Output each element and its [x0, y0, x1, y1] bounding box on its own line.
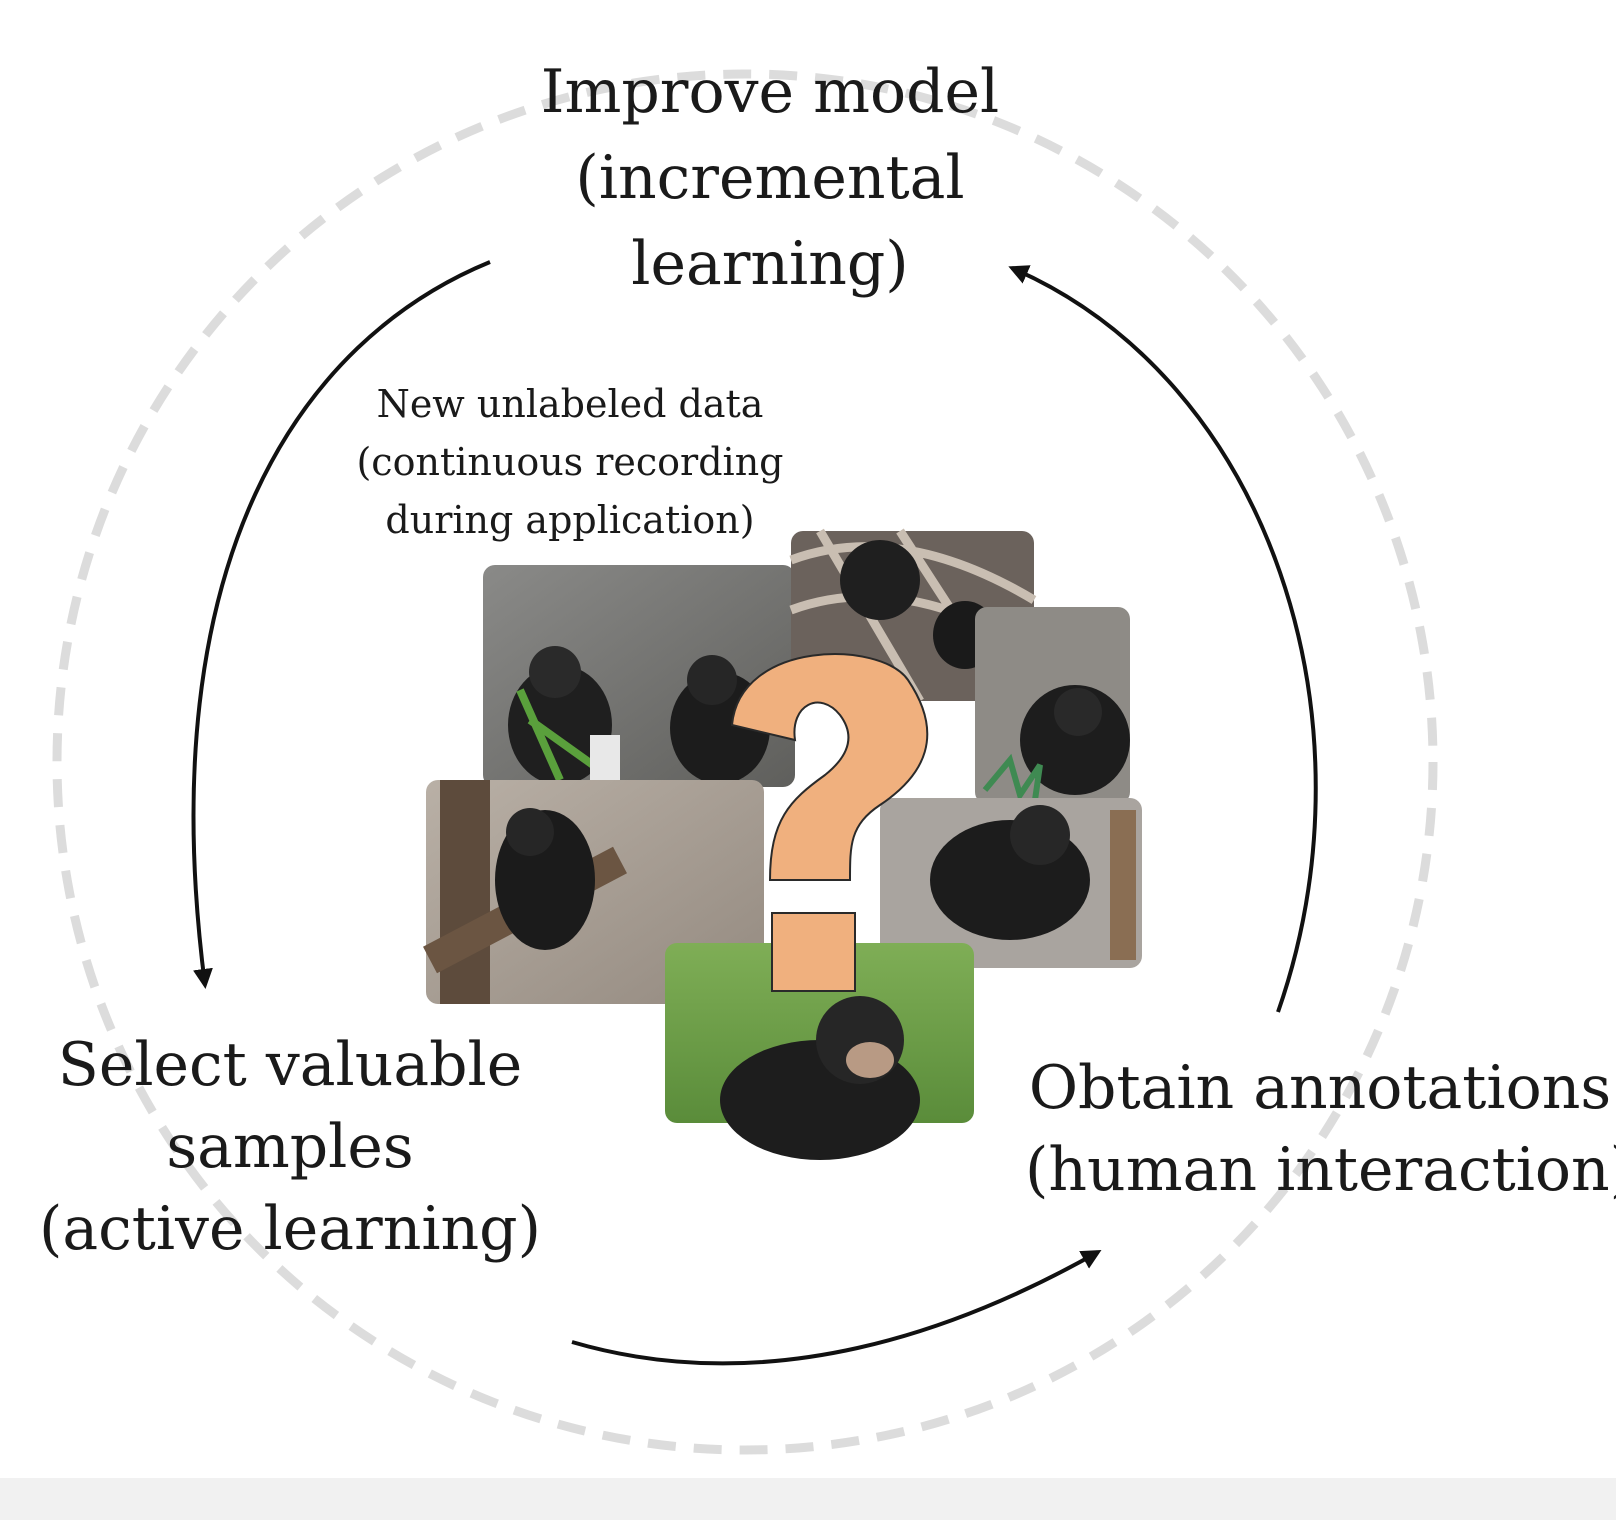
dashed-cycle-ring: [52, 69, 1438, 1455]
label-line: (active learning): [38, 1194, 541, 1264]
select-samples-label: Select valuable samples (active learning…: [30, 1035, 550, 1259]
arrow-select-to-annotate-icon: [571, 1250, 1102, 1366]
label-line: during application): [385, 498, 755, 542]
chimpanzee-photo: [880, 798, 1142, 968]
question-mark-icon: [730, 653, 929, 992]
label-line: samples: [166, 1112, 414, 1182]
label-line: New unlabeled data: [376, 382, 764, 426]
arrow-annotate-to-model-icon: [1008, 265, 1318, 1013]
arrow-model-to-select-icon: [191, 260, 491, 989]
new-unlabeled-data-label: New unlabeled data (continuous recording…: [340, 385, 800, 539]
label-line: Select valuable: [57, 1030, 523, 1100]
label-line: Improve model: [540, 57, 1000, 127]
chimpanzee-photo: [975, 607, 1130, 804]
label-line: learning): [631, 229, 909, 299]
chimpanzee-photo: [665, 943, 974, 1160]
chimpanzee-photo: [483, 565, 795, 787]
improve-model-label: Improve model (incremental learning): [520, 62, 1020, 294]
label-line: Obtain annotations: [1028, 1053, 1612, 1123]
bottom-strip: [0, 1478, 1616, 1520]
label-line: (human interaction): [1025, 1135, 1616, 1205]
label-line: (continuous recording: [356, 440, 784, 484]
obtain-annotations-label: Obtain annotations (human interaction): [1025, 1053, 1616, 1205]
label-line: (incremental: [575, 143, 965, 213]
photo-collage: [423, 528, 1142, 1160]
